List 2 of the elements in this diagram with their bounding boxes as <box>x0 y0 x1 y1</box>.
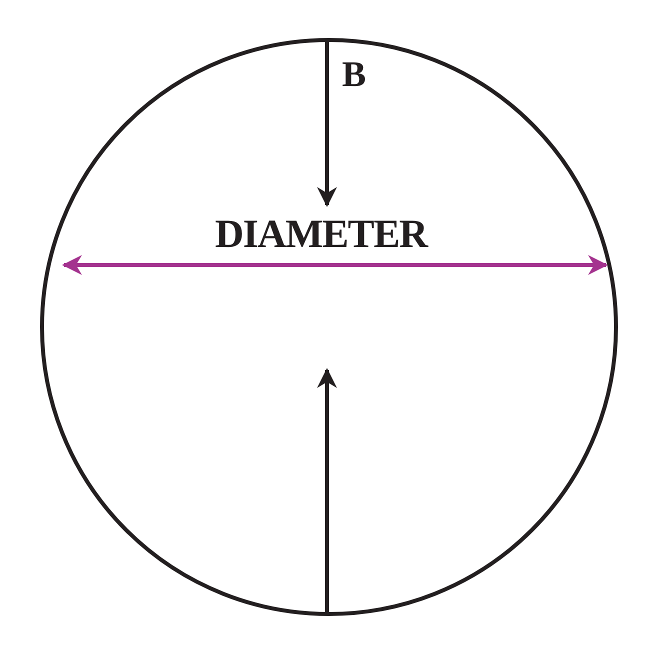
callout-letter: B <box>342 56 366 92</box>
dimension-label: DIAMETER <box>215 214 428 254</box>
